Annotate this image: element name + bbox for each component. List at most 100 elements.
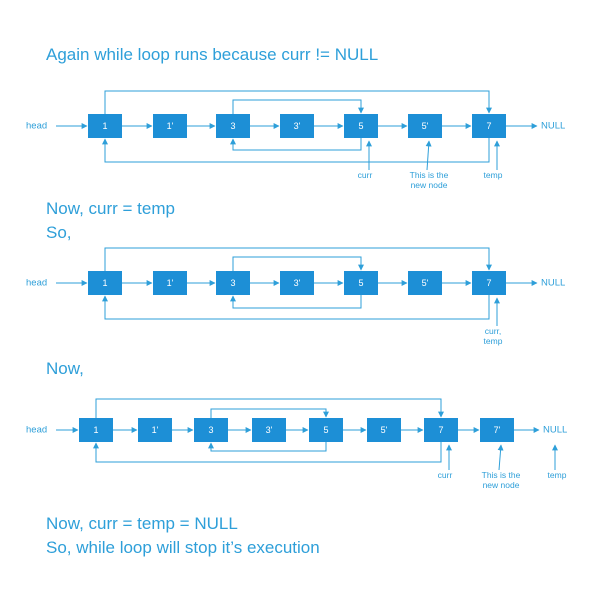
random-pointer-1-to-7 <box>95 398 444 418</box>
node-value: 7 <box>486 121 491 131</box>
null-label: NULL <box>543 425 567 436</box>
node-value: 3 <box>230 121 235 131</box>
list-node: 5 <box>309 418 343 442</box>
list-node: 3 <box>216 114 250 138</box>
list-node: 1 <box>88 114 122 138</box>
node-box <box>408 271 442 295</box>
node-box <box>344 114 378 138</box>
list-node: 5 <box>344 114 378 138</box>
node-value: 7 <box>486 278 491 288</box>
node-value: 5' <box>422 278 429 288</box>
list-node: 3' <box>252 418 286 442</box>
null-label: NULL <box>541 121 565 132</box>
head-label: head <box>26 425 47 436</box>
list-node: 1' <box>138 418 172 442</box>
null-label: NULL <box>541 278 565 289</box>
node-value: 1' <box>152 425 159 435</box>
node-value: 5' <box>422 121 429 131</box>
node-value: 1 <box>102 278 107 288</box>
node-box <box>408 114 442 138</box>
node-value: 1 <box>93 425 98 435</box>
list-node: 5' <box>408 271 442 295</box>
list-node: 1' <box>153 271 187 295</box>
random-pointer-3-to-5 <box>232 99 364 114</box>
node-value: 7' <box>494 425 501 435</box>
annotation-text: new node <box>483 480 520 490</box>
heading-curr-temp-null: Now, curr = temp = NULL <box>46 514 238 533</box>
heading-now: Now, <box>46 359 84 378</box>
annotation-text: new node <box>411 180 448 190</box>
node-box <box>153 114 187 138</box>
node-box <box>280 271 314 295</box>
list-node: 5 <box>344 271 378 295</box>
list-node: 3' <box>280 114 314 138</box>
list-node: 5' <box>408 114 442 138</box>
random-pointer-7-to-1 <box>102 295 490 320</box>
node-box <box>480 418 514 442</box>
list-node: 7' <box>480 418 514 442</box>
heading-loop-runs: Again while loop runs because curr != NU… <box>46 45 378 64</box>
list-node: 3 <box>194 418 228 442</box>
random-pointer-7-to-1 <box>93 442 442 463</box>
node-value: 5 <box>358 278 363 288</box>
node-box <box>424 418 458 442</box>
annotation-arrow <box>425 140 432 171</box>
node-box <box>280 114 314 138</box>
node-value: 5 <box>358 121 363 131</box>
node-box <box>79 418 113 442</box>
heading-curr-equals-temp: Now, curr = temp <box>46 199 175 218</box>
annotation-text: temp <box>484 336 503 346</box>
list-node: 7 <box>472 271 506 295</box>
head-label: head <box>26 121 47 132</box>
node-box <box>216 271 250 295</box>
random-pointer-3-to-5 <box>210 408 329 418</box>
list-node: 7 <box>424 418 458 442</box>
random-pointer-3-to-5 <box>232 256 364 271</box>
node-box <box>472 271 506 295</box>
head-label: head <box>26 278 47 289</box>
annotation-text: curr <box>438 470 453 480</box>
random-pointer-1-to-7 <box>104 247 492 271</box>
node-box <box>344 271 378 295</box>
list-node: 1' <box>153 114 187 138</box>
node-box <box>138 418 172 442</box>
node-value: 7 <box>438 425 443 435</box>
annotation-arrow <box>497 444 504 471</box>
list-node: 5' <box>367 418 401 442</box>
node-value: 1' <box>167 278 174 288</box>
random-pointer-5-to-3 <box>230 138 362 151</box>
random-pointer-5-to-3 <box>208 442 327 452</box>
node-value: 1' <box>167 121 174 131</box>
annotation-text: curr, <box>485 326 502 336</box>
list-node: 3' <box>280 271 314 295</box>
annotation-text: This is the <box>410 170 449 180</box>
list-node: 3 <box>216 271 250 295</box>
heading-so: So, <box>46 223 72 242</box>
list-node: 7 <box>472 114 506 138</box>
node-box <box>367 418 401 442</box>
node-box <box>194 418 228 442</box>
node-value: 3' <box>294 278 301 288</box>
node-box <box>88 271 122 295</box>
node-value: 3' <box>266 425 273 435</box>
random-pointer-7-to-1 <box>102 138 490 163</box>
list-node: 1 <box>79 418 113 442</box>
list-node: 1 <box>88 271 122 295</box>
node-box <box>153 271 187 295</box>
node-value: 5 <box>323 425 328 435</box>
node-value: 3 <box>208 425 213 435</box>
annotation-text: curr <box>358 170 373 180</box>
node-value: 1 <box>102 121 107 131</box>
random-pointer-1-to-7 <box>104 90 492 114</box>
heading-loop-stops: So, while loop will stop it’s execution <box>46 538 320 557</box>
diagram-step-2: head 1 1' 3 3' 5 5' 7 NULL curr,temp <box>26 247 565 346</box>
random-pointer-5-to-3 <box>230 295 362 309</box>
node-box <box>472 114 506 138</box>
node-box <box>88 114 122 138</box>
node-value: 3 <box>230 278 235 288</box>
annotation-text: temp <box>484 170 503 180</box>
annotation-text: This is the <box>482 470 521 480</box>
